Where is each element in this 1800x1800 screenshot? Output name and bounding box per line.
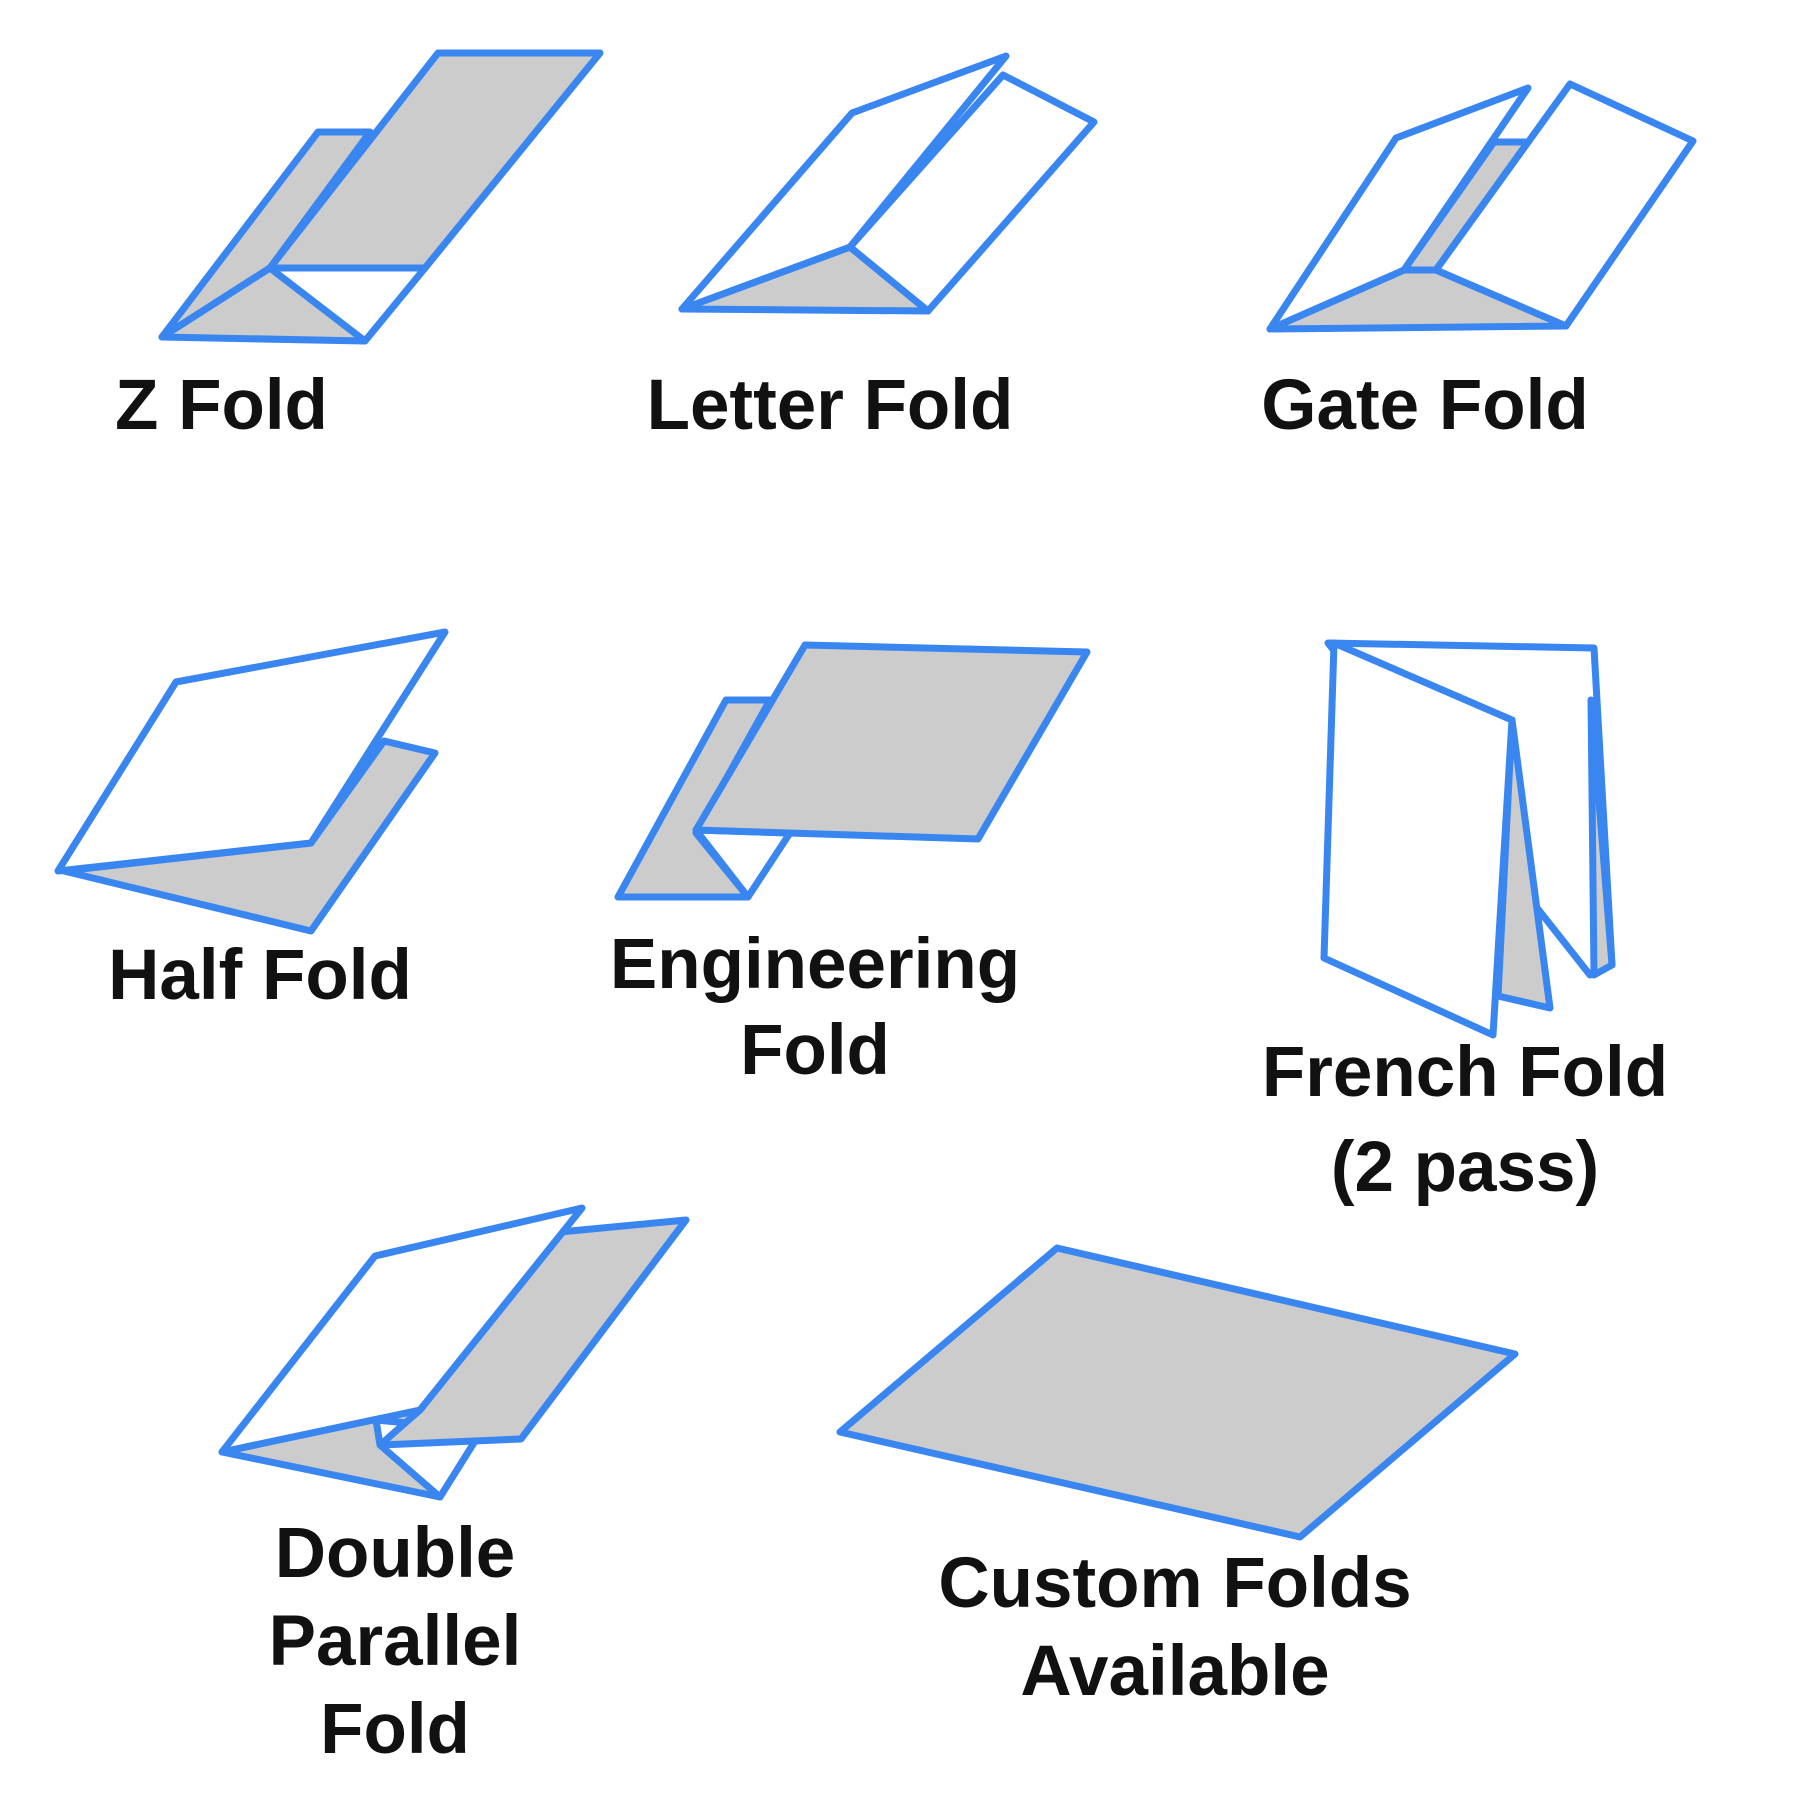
double-parallel-fold-illustration [218,1204,690,1501]
letter-fold-front-panel [678,52,1010,313]
gate-fold-left-flap [1266,84,1532,333]
gate-fold-illustration [1266,80,1697,333]
french-fold-label-line-2: (2 pass) [1330,1128,1600,1207]
z-fold-label-line: Z Fold [115,366,328,445]
custom-folds-label: Custom Folds Available [905,1540,1445,1716]
letter-fold-label-line: Letter Fold [646,366,1014,445]
letter-fold-illustration [678,52,1098,315]
engineering-fold-illustration [614,641,1091,901]
double-parallel-fold-label-line-2: Parallel [268,1602,522,1681]
double-parallel-fold-label-line-3: Fold [320,1690,470,1769]
french-fold-front-panel [1320,639,1516,1039]
custom-folds-illustration [836,1244,1519,1541]
half-fold-label-line: Half Fold [108,936,412,1015]
french-fold-illustration [1320,639,1616,1039]
double-parallel-fold-label-line-1: Double [274,1514,516,1593]
engineering-fold-top-panel [692,641,1091,843]
half-fold-illustration [54,628,449,935]
gate-fold-label-line: Gate Fold [1261,366,1589,445]
double-parallel-fold-label: Double Parallel Fold [215,1510,575,1774]
french-fold-label-line-1: French Fold [1261,1033,1669,1112]
z-fold-top-panel [266,49,604,272]
custom-folds-label-line-2: Available [1020,1632,1330,1711]
french-fold-label: French Fold (2 pass) [1240,1025,1690,1215]
engineering-fold-label-line-1: Engineering [609,925,1021,1004]
gate-fold-right-flap [1432,80,1697,330]
custom-folds-flat-sheet [836,1244,1519,1541]
engineering-fold-label: Engineering Fold [590,922,1040,1094]
z-fold-illustration [158,49,604,345]
half-fold-front-panel [54,628,449,875]
engineering-fold-label-line-2: Fold [740,1011,890,1090]
gate-fold-label: Gate Fold [1245,362,1605,450]
half-fold-label: Half Fold [85,932,435,1020]
z-fold-label: Z Fold [115,362,335,450]
letter-fold-label: Letter Fold [620,362,1040,450]
double-parallel-front-panel [218,1204,586,1456]
french-fold-spine-panel [1587,696,1616,979]
custom-folds-label-line-1: Custom Folds [938,1544,1412,1623]
